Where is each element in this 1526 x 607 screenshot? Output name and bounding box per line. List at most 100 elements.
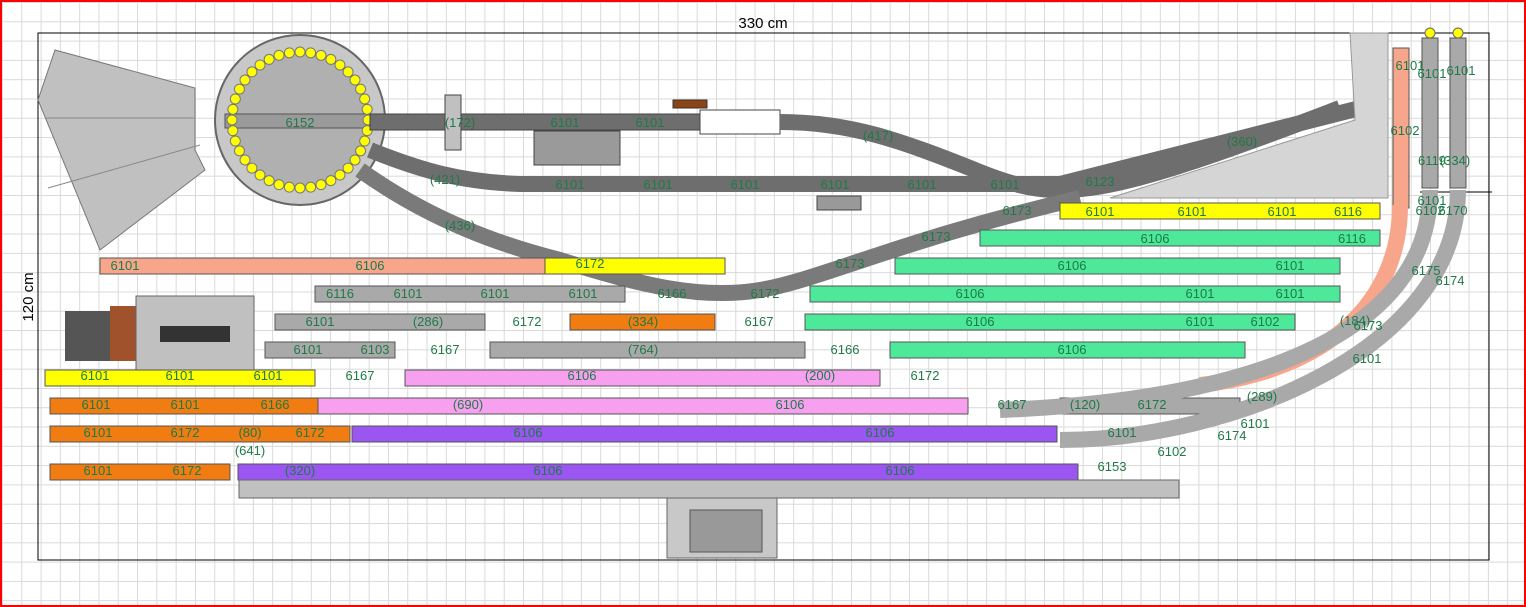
track-segment (979, 229, 1381, 247)
turntable-dot (283, 181, 295, 193)
turntable-dot (355, 83, 367, 95)
bottom-siding (238, 479, 1180, 499)
track-segment (569, 313, 716, 331)
turntable-dot (361, 103, 373, 115)
turntable-dot (294, 46, 306, 58)
track-label: (360) (1227, 134, 1257, 149)
turntable-dot (349, 74, 361, 86)
track-label: (334) (1440, 153, 1470, 168)
track-label: 6172 (576, 256, 605, 271)
track-label: 6167 (346, 368, 375, 383)
track-segment (274, 313, 486, 331)
turntable-dot (305, 181, 317, 193)
track-label: 6101 (166, 368, 195, 383)
track-label: 6106 (966, 314, 995, 329)
track-label: 6101 (1276, 286, 1305, 301)
track-label: 6116 (1334, 204, 1362, 219)
track-segment (44, 369, 316, 387)
track-label: 6106 (886, 463, 915, 478)
track-label: 6101 (551, 115, 580, 130)
track-label: 6173 (1003, 203, 1032, 218)
track-label: 6174 (1218, 428, 1247, 443)
track-label: 6166 (831, 342, 860, 357)
track-label: (764) (628, 342, 658, 357)
track-label: 6101 (991, 177, 1020, 192)
track-segment (49, 425, 351, 443)
turntable-dot (226, 114, 238, 126)
track-label: 6101 (1086, 204, 1115, 219)
track-segment (49, 463, 231, 481)
turntable-dot (227, 103, 239, 115)
track-label: 6101 (1447, 63, 1476, 78)
track-label: 6101 (1396, 58, 1425, 73)
track-label: 6102 (1416, 203, 1445, 218)
track-label: (120) (1070, 397, 1100, 412)
track-label: 6101 (569, 286, 598, 301)
track-label: 6101 (84, 463, 113, 478)
turntable-dot (273, 49, 285, 61)
small-structure (816, 195, 862, 211)
track-label: 6101 (1108, 425, 1137, 440)
track-label: 6101 (306, 314, 335, 329)
track-segment (1059, 202, 1381, 220)
track-label: 6119 (1418, 153, 1446, 168)
signal-gantry (444, 94, 462, 151)
track-segment (804, 313, 1296, 331)
turntable-dot (349, 154, 361, 166)
track-label: 6173 (836, 256, 865, 271)
platform-top (699, 109, 781, 135)
track-label: 6116 (1338, 231, 1366, 246)
track-label: 6172 (911, 368, 940, 383)
turntable-dot (305, 47, 317, 59)
depot-brown (110, 306, 136, 361)
track-label: 6172 (173, 463, 202, 478)
track-label: 6102 (1158, 444, 1187, 459)
rock-face (1109, 32, 1389, 199)
track-label: 6123 (1086, 174, 1115, 189)
track-label: 6116 (326, 286, 354, 301)
track-segment (237, 463, 1079, 481)
track-label: 6152 (286, 115, 315, 130)
track-label: 6101 (556, 177, 585, 192)
turntable-dot (246, 66, 258, 78)
turntable-indexing-dots (226, 46, 374, 194)
track-segment (889, 341, 1246, 359)
track-label: 6106 (1058, 258, 1087, 273)
track-label: (172) (445, 115, 475, 130)
track-label: 6175 (1412, 263, 1441, 278)
track-label: 6101 (636, 115, 665, 130)
track-label: 6172 (296, 425, 325, 440)
turntable-dot (342, 162, 354, 174)
track-label: 6103 (361, 342, 390, 357)
turntable-dot (239, 74, 251, 86)
track-label: 6106 (1058, 342, 1087, 357)
track-label: 6106 (568, 368, 597, 383)
loading-ramp (672, 99, 708, 109)
track-label: 6174 (1436, 273, 1465, 288)
track-label: 6101 (394, 286, 423, 301)
turntable-dot (254, 59, 266, 71)
turntable-dot (263, 175, 275, 187)
track-label: 6101 (84, 425, 113, 440)
track-label: 6101 (821, 177, 850, 192)
track-label: 6167 (998, 397, 1027, 412)
turntable-dot (283, 47, 295, 59)
track-label: 6101 (1186, 286, 1215, 301)
track-label: 6166 (658, 286, 687, 301)
track-label: 6167 (745, 314, 774, 329)
turntable-dot (325, 175, 337, 187)
track-label: 6101 (111, 258, 140, 273)
track-label: 6167 (431, 342, 460, 357)
track-label: 6101 (1353, 351, 1382, 366)
track-label: 6101 (644, 177, 673, 192)
track-label: 6101 (82, 397, 111, 412)
track-segment (544, 257, 726, 275)
track-label: 6101 (1241, 416, 1270, 431)
track-label: 6173 (922, 229, 951, 244)
track-label: 6106 (356, 258, 385, 273)
track-label: 6101 (81, 368, 110, 383)
yard-tracks (44, 202, 1381, 481)
industry-building (533, 130, 621, 166)
